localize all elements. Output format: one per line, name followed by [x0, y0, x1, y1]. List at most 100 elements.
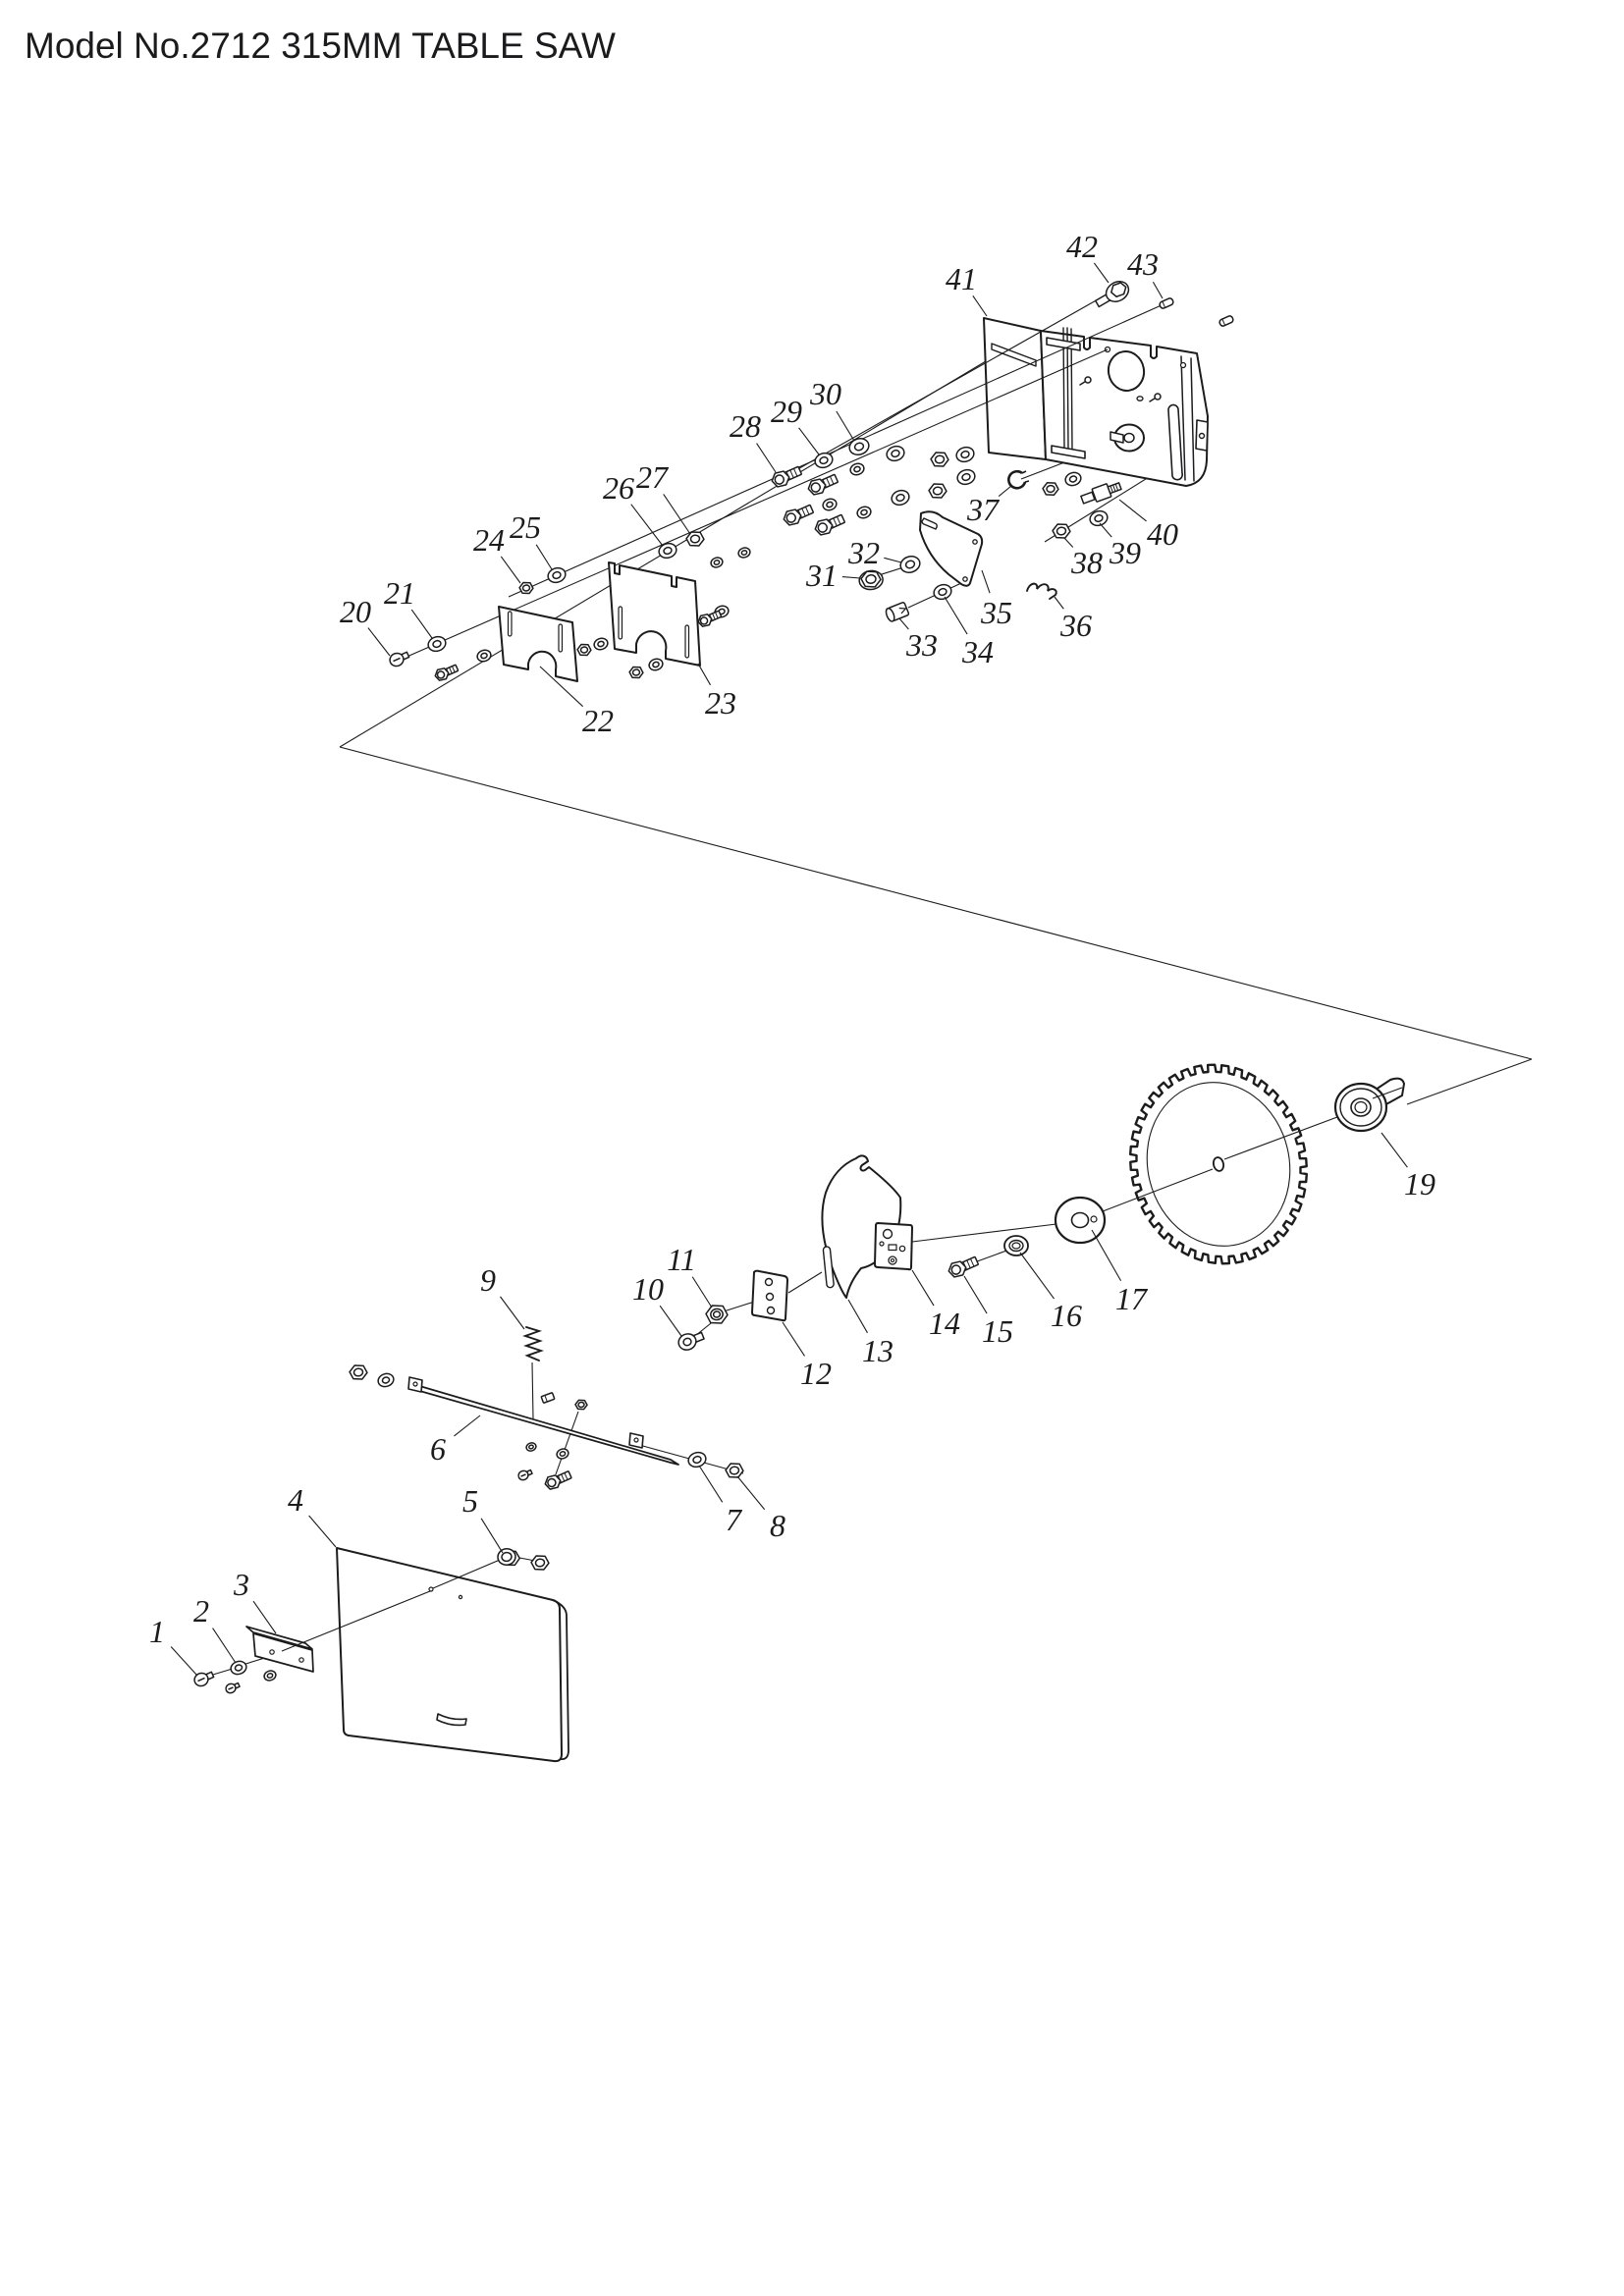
plates: [498, 510, 984, 682]
part-label-38: 38: [1070, 545, 1103, 580]
part-label-22: 22: [582, 703, 614, 738]
part-label-3: 3: [233, 1567, 249, 1602]
cover-hole: [458, 1594, 463, 1600]
cover-handle-slot: [436, 1713, 467, 1727]
flange-17-pin-hole: [1090, 1215, 1098, 1223]
leader-line-13: [847, 1299, 868, 1334]
part-label-27: 27: [636, 459, 670, 495]
bracket-41-large-hole: [1107, 350, 1146, 392]
leader-line-36: [1054, 596, 1064, 610]
construction-line: [531, 1362, 534, 1419]
part-label-23: 23: [705, 685, 736, 721]
hex-nut: [518, 581, 534, 595]
washer: [525, 1442, 537, 1452]
part-label-43: 43: [1127, 246, 1159, 282]
part-label-7: 7: [726, 1502, 743, 1537]
construction-line: [778, 294, 1108, 481]
pivot-shaft-40: [1080, 482, 1122, 505]
hex-bolt: [807, 473, 839, 496]
plate-22-slot: [558, 623, 564, 653]
leader-line-43: [1152, 281, 1164, 299]
washer: [891, 489, 910, 507]
hex-nut: [628, 666, 644, 679]
washer: [658, 542, 677, 560]
bracket-41-left-slot: [991, 343, 1037, 367]
washer-16: [1011, 1242, 1021, 1250]
plate-23-slot: [684, 624, 690, 659]
washer: [230, 1660, 247, 1676]
part-label-34: 34: [961, 634, 994, 669]
pan-head-screw: [193, 1671, 215, 1687]
small-hole: [1136, 396, 1144, 401]
pan-head-screw: [225, 1682, 241, 1694]
hex-nut: [930, 452, 949, 467]
leader-line-41: [972, 295, 988, 317]
part-label-25: 25: [510, 509, 541, 545]
hinge-bracket-3: [252, 1632, 314, 1673]
leader-line-8: [736, 1475, 766, 1511]
leader-line-19: [1380, 1132, 1408, 1168]
washer: [737, 547, 751, 559]
hex-nut: [1042, 481, 1059, 497]
riving-knife-slot: [822, 1246, 835, 1289]
saw-blade-body-ring: [1146, 1082, 1291, 1247]
part-label-42: 42: [1066, 229, 1098, 264]
part-label-10: 10: [632, 1271, 664, 1307]
leader-line-31: [841, 576, 861, 579]
circlip-37: [1007, 469, 1030, 490]
part-label-16: 16: [1051, 1298, 1082, 1333]
part-label-31: 31: [805, 558, 838, 593]
leader-line-16: [1019, 1252, 1056, 1300]
construction-line: [787, 1271, 823, 1294]
flange-bolt-42: [1094, 281, 1130, 308]
part-label-28: 28: [730, 408, 761, 444]
leader-line-37: [998, 485, 1012, 498]
construction-line: [281, 1590, 431, 1652]
washer: [956, 468, 976, 486]
leader-line-26: [630, 504, 664, 547]
socket-head-bolt: [677, 1331, 705, 1351]
bracket-41-tall-slot: [1167, 403, 1184, 481]
construction-line: [508, 303, 1164, 598]
hex-nut: [349, 1364, 368, 1380]
plate-23-slot: [618, 606, 623, 640]
page-title: Model No.2712 315MM TABLE SAW: [25, 26, 616, 66]
leader-line-24: [500, 556, 521, 584]
bracket-41-front-face: [1040, 330, 1209, 487]
pivot-knob-hole: [1123, 432, 1135, 444]
part-label-5: 5: [462, 1483, 478, 1519]
riving-knife-13: [821, 1154, 902, 1299]
plate-12-hole: [765, 1292, 775, 1302]
plate-14-hole: [882, 1228, 893, 1240]
leader-line-2: [212, 1628, 237, 1664]
lock-nut: [705, 1305, 729, 1324]
hex-bolt: [544, 1470, 572, 1490]
flange-nut: [858, 569, 884, 591]
construction-line: [1089, 1168, 1214, 1217]
pivot-stem: [1110, 431, 1124, 444]
part-label-2: 2: [193, 1593, 209, 1629]
leader-line-39: [1099, 522, 1112, 538]
wire-clip-36: [1026, 582, 1057, 600]
hex-bolt: [697, 610, 723, 627]
leader-line-33: [898, 617, 909, 630]
leader-line-20: [367, 627, 391, 657]
leader-line-32: [884, 557, 902, 563]
part-label-20: 20: [340, 594, 371, 629]
hex-nut: [574, 1399, 588, 1411]
leader-line-10: [659, 1305, 682, 1337]
cover-plate-4: [336, 1547, 563, 1763]
leader-line-29: [798, 427, 820, 455]
bracket-41-left-face: [983, 317, 1047, 460]
hex-nut: [685, 531, 705, 547]
part-label-15: 15: [982, 1313, 1013, 1349]
saw-blade-arbor-hole: [1212, 1156, 1225, 1172]
hinge-bracket-3-lip: [245, 1626, 313, 1650]
part-label-26: 26: [603, 470, 634, 506]
part-label-32: 32: [847, 535, 880, 570]
hex-bolt: [814, 513, 845, 536]
tab-hole: [1198, 432, 1206, 440]
